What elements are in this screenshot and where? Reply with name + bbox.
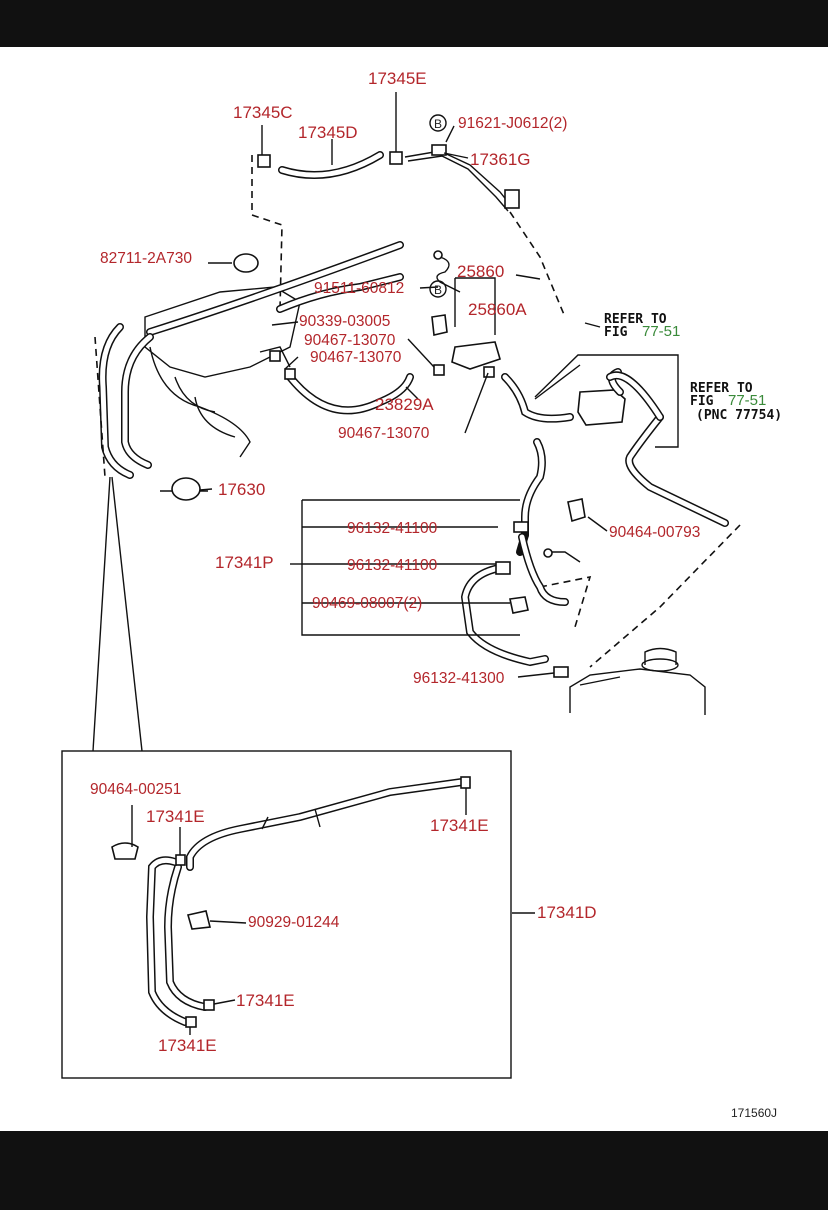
label-17630: 17630 bbox=[218, 480, 265, 499]
upper-drawing bbox=[94, 144, 741, 715]
bracket-17341P bbox=[301, 500, 520, 636]
label-25860: 25860 bbox=[457, 262, 504, 281]
label-82711: 82711-2A730 bbox=[100, 250, 192, 267]
part-90464-00251 bbox=[111, 842, 139, 860]
refer-block-2: REFER TO FIG 77-51 (PNC 77754) bbox=[690, 381, 782, 423]
inset-callout-right bbox=[111, 476, 143, 752]
part-17630 bbox=[171, 477, 201, 501]
label-90467-b: 90467-13070 bbox=[310, 349, 402, 366]
label-17345C: 17345C bbox=[233, 103, 293, 122]
hose-17341D bbox=[186, 778, 466, 871]
clamp-17345E bbox=[389, 151, 403, 165]
label-17341E-a: 17341E bbox=[146, 807, 205, 826]
figure-code: 171560J bbox=[731, 1106, 777, 1120]
label-90339: 90339-03005 bbox=[299, 313, 390, 330]
marker-b-2-text: B bbox=[434, 283, 442, 297]
label-17345E: 17345E bbox=[368, 69, 427, 88]
part-90464-00793 bbox=[567, 498, 586, 523]
diagram-svg: B B 17345E 17345C 17345D 91621-J0612(2) … bbox=[61, 69, 782, 1120]
marker-b-2 bbox=[429, 280, 447, 298]
label-96132-c: 96132-41300 bbox=[413, 670, 505, 687]
label-96132-a: 96132-41100 bbox=[347, 520, 438, 537]
refer2-fig[interactable]: 77-51 bbox=[728, 392, 766, 409]
part-labels: 17345E 17345C 17345D 91621-J0612(2) 1736… bbox=[90, 69, 700, 1055]
bottom-black-bar bbox=[0, 1131, 828, 1210]
label-91621: 91621-J0612(2) bbox=[458, 115, 567, 132]
label-96132-b: 96132-41100 bbox=[347, 557, 438, 574]
label-90469: 90469-08007(2) bbox=[312, 595, 422, 612]
label-90464-00251: 90464-00251 bbox=[90, 781, 181, 798]
inset-callout-left bbox=[92, 476, 111, 752]
label-90467-a: 90467-13070 bbox=[304, 332, 396, 349]
marker-b-1 bbox=[429, 114, 447, 132]
label-90464-00793: 90464-00793 bbox=[609, 524, 700, 541]
refer2-line2: FIG bbox=[690, 394, 714, 409]
part-17361G bbox=[504, 189, 520, 209]
label-17345D: 17345D bbox=[298, 123, 358, 142]
label-23829A: 23829A bbox=[375, 395, 434, 414]
parts-diagram: B B 17345E 17345C 17345D 91621-J0612(2) … bbox=[0, 47, 828, 1131]
label-90929: 90929-01244 bbox=[248, 914, 340, 931]
refer1-line2: FIG bbox=[604, 325, 628, 340]
part-90929-01244 bbox=[186, 910, 211, 930]
top-black-bar bbox=[0, 0, 828, 47]
refer2-pnc: (PNC 77754) bbox=[696, 408, 782, 423]
leader-lines bbox=[199, 92, 608, 678]
label-17341P: 17341P bbox=[215, 553, 274, 572]
clamp-17345C bbox=[257, 154, 271, 168]
inset-drawing bbox=[111, 776, 471, 1028]
marker-b-1-text: B bbox=[434, 117, 442, 131]
part-25860 bbox=[451, 341, 501, 370]
refer1-fig[interactable]: 77-51 bbox=[642, 323, 680, 340]
label-17341E-b: 17341E bbox=[430, 816, 489, 835]
clamp-90469 bbox=[509, 596, 529, 614]
label-90467-c: 90467-13070 bbox=[338, 425, 430, 442]
label-25860A: 25860A bbox=[468, 300, 527, 319]
inset-leaders bbox=[131, 788, 535, 1035]
label-17341E-d: 17341E bbox=[158, 1036, 217, 1055]
refer1-line1: REFER TO bbox=[604, 312, 667, 327]
label-17361G: 17361G bbox=[470, 150, 531, 169]
label-91511: 91511-60812 bbox=[314, 280, 404, 297]
refer-block-1: REFER TO FIG 77-51 bbox=[604, 312, 680, 340]
refer2-line1: REFER TO bbox=[690, 381, 753, 396]
inset-box bbox=[61, 750, 512, 1079]
label-17341E-c: 17341E bbox=[236, 991, 295, 1010]
part-82711 bbox=[233, 253, 259, 273]
label-17341D: 17341D bbox=[537, 903, 597, 922]
